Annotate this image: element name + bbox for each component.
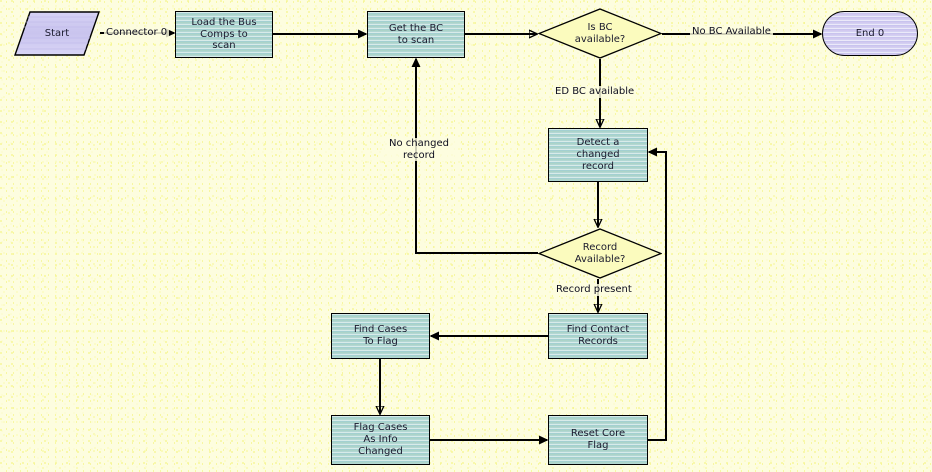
node-detect-changed-record-label: Detect a changed record [576, 137, 620, 172]
node-start[interactable]: Start [14, 11, 100, 56]
node-end-0-label: End 0 [855, 27, 885, 39]
edge-label-connector-0: Connector 0 [104, 27, 170, 39]
node-get-bc-to-scan-label: Get the BC to scan [388, 22, 444, 46]
edge-label-no-changed-record: No changed record [383, 138, 455, 161]
edge-label-ed-bc-available: ED BC available [553, 86, 637, 98]
diamond-shape [538, 228, 662, 279]
node-end-0[interactable]: End 0 [822, 11, 918, 56]
node-flag-cases-as-info-changed-label: Flag Cases As Info Changed [353, 422, 408, 457]
node-record-available[interactable]: Record Available? [538, 228, 662, 279]
node-flag-cases-as-info-changed[interactable]: Flag Cases As Info Changed [331, 415, 430, 465]
node-start-label: Start [44, 27, 70, 39]
node-get-bc-to-scan[interactable]: Get the BC to scan [367, 11, 465, 58]
diamond-shape [538, 8, 662, 59]
node-find-contact-records[interactable]: Find Contact Records [548, 313, 648, 359]
node-find-cases-to-flag-label: Find Cases To Flag [353, 324, 408, 347]
edge-resetflag-to-detect [648, 152, 667, 441]
parallelogram-shape [14, 11, 100, 56]
node-find-cases-to-flag[interactable]: Find Cases To Flag [331, 313, 430, 359]
node-record-available-label: Record Available? [574, 241, 626, 265]
edge-label-no-bc-available: No BC Available [690, 26, 773, 38]
node-load-bus-comps[interactable]: Load the Bus Comps to scan [175, 11, 273, 58]
node-find-contact-records-label: Find Contact Records [566, 324, 630, 347]
node-is-bc-available[interactable]: Is BC available? [538, 8, 662, 59]
node-is-bc-available-label: Is BC available? [574, 21, 626, 45]
node-reset-core-flag[interactable]: Reset Core Flag [548, 415, 648, 465]
node-load-bus-comps-label: Load the Bus Comps to scan [191, 16, 257, 52]
edge-label-record-present: Record present [554, 284, 634, 296]
node-reset-core-flag-label: Reset Core Flag [570, 428, 626, 451]
node-detect-changed-record[interactable]: Detect a changed record [548, 128, 648, 182]
